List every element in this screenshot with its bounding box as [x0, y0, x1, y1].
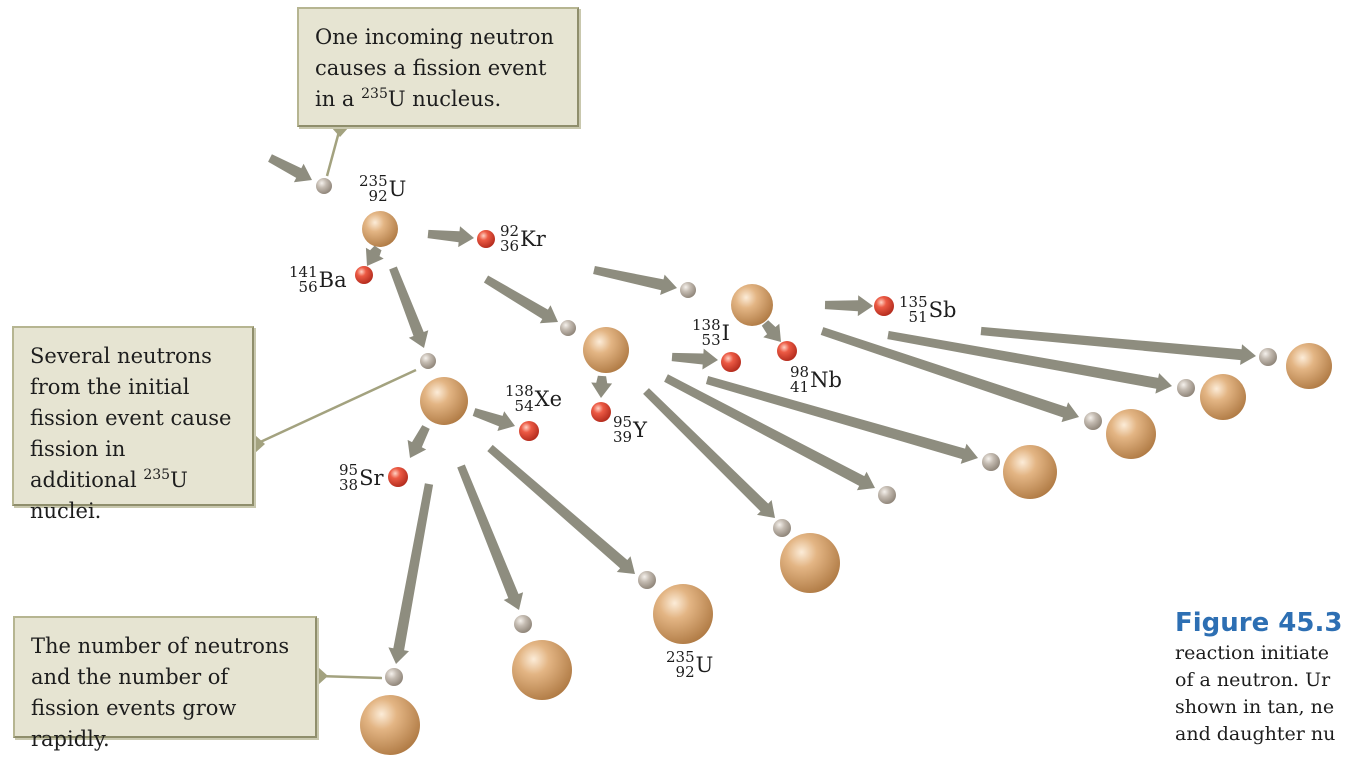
caption-line: and daughter nu — [1175, 723, 1336, 745]
fission-fragment — [721, 352, 741, 372]
figure-caption: Figure 45.3 A reaction initiate of a neu… — [1175, 606, 1347, 768]
particles — [316, 178, 1332, 755]
uranium-nucleus — [420, 377, 468, 425]
uranium-nucleus — [780, 533, 840, 593]
neutron-arrows — [268, 154, 1256, 664]
neutron — [514, 615, 532, 633]
neutron — [773, 519, 791, 537]
uranium-nucleus — [583, 327, 629, 373]
neutron — [385, 668, 403, 686]
neutron-arrow — [472, 408, 515, 431]
neutron-arrow — [980, 326, 1256, 365]
callout-growth: The number of neutrons and the number of… — [13, 616, 317, 751]
uranium-nucleus — [731, 284, 773, 326]
uranium-nucleus — [1200, 374, 1246, 420]
neutron-arrow — [388, 483, 434, 664]
neutron-arrow — [365, 245, 384, 266]
caption-line: shown in tan, ne — [1175, 696, 1335, 718]
callout-leader — [255, 368, 417, 446]
fission-fragment — [355, 266, 373, 284]
callout-leader — [325, 127, 342, 177]
fission-fragment — [874, 296, 894, 316]
neutron-arrow — [268, 154, 312, 183]
neutron — [878, 486, 896, 504]
uranium-nucleus — [1003, 445, 1057, 499]
fission-fragment — [477, 230, 495, 248]
neutron-arrow — [705, 376, 978, 464]
neutron — [560, 320, 576, 336]
neutron-arrow — [824, 295, 873, 317]
neutron-arrow — [407, 425, 430, 458]
neutron-arrow — [664, 374, 875, 491]
caption-title: Figure 45.3 — [1175, 608, 1343, 638]
callout-pointer — [331, 127, 349, 137]
neutron — [316, 178, 332, 194]
neutron-arrow — [389, 266, 429, 348]
neutron-arrow — [643, 388, 775, 518]
neutron-arrow — [427, 226, 474, 248]
neutron-arrow — [887, 330, 1172, 394]
callout-pointer — [255, 435, 265, 453]
callout-several-neutrons: Several neutrons from the initial fissio… — [12, 326, 254, 523]
fission-fragment — [519, 421, 539, 441]
caption-line: of a neutron. Ur — [1175, 669, 1331, 691]
uranium-nucleus — [1106, 409, 1156, 459]
neutron — [680, 282, 696, 298]
neutron-arrow — [671, 348, 718, 370]
callout-leader — [317, 674, 383, 680]
neutron-arrow — [487, 444, 635, 574]
neutron-arrow — [820, 327, 1079, 423]
fission-fragment — [388, 467, 408, 487]
uranium-nucleus — [512, 640, 572, 700]
uranium-nucleus — [362, 211, 398, 247]
callout-leaders — [255, 127, 417, 685]
neutron — [420, 353, 436, 369]
uranium-nucleus — [653, 584, 713, 644]
neutron — [1177, 379, 1195, 397]
caption-line: reaction initiate — [1175, 642, 1330, 664]
callout-pointer — [318, 667, 328, 685]
callout-incoming-neutron: One incoming neutron causes a fission ev… — [297, 7, 579, 127]
neutron — [1259, 348, 1277, 366]
fission-fragment — [591, 402, 611, 422]
neutron-arrow — [761, 320, 781, 342]
uranium-nucleus — [1286, 343, 1332, 389]
neutron-arrow — [457, 464, 524, 610]
neutron-arrow — [483, 275, 558, 324]
neutron — [1084, 412, 1102, 430]
uranium-nucleus — [360, 695, 420, 755]
neutron — [638, 571, 656, 589]
neutron — [982, 453, 1000, 471]
fission-fragment — [777, 341, 797, 361]
neutron-arrow — [593, 266, 677, 295]
neutron-arrow — [591, 375, 613, 398]
